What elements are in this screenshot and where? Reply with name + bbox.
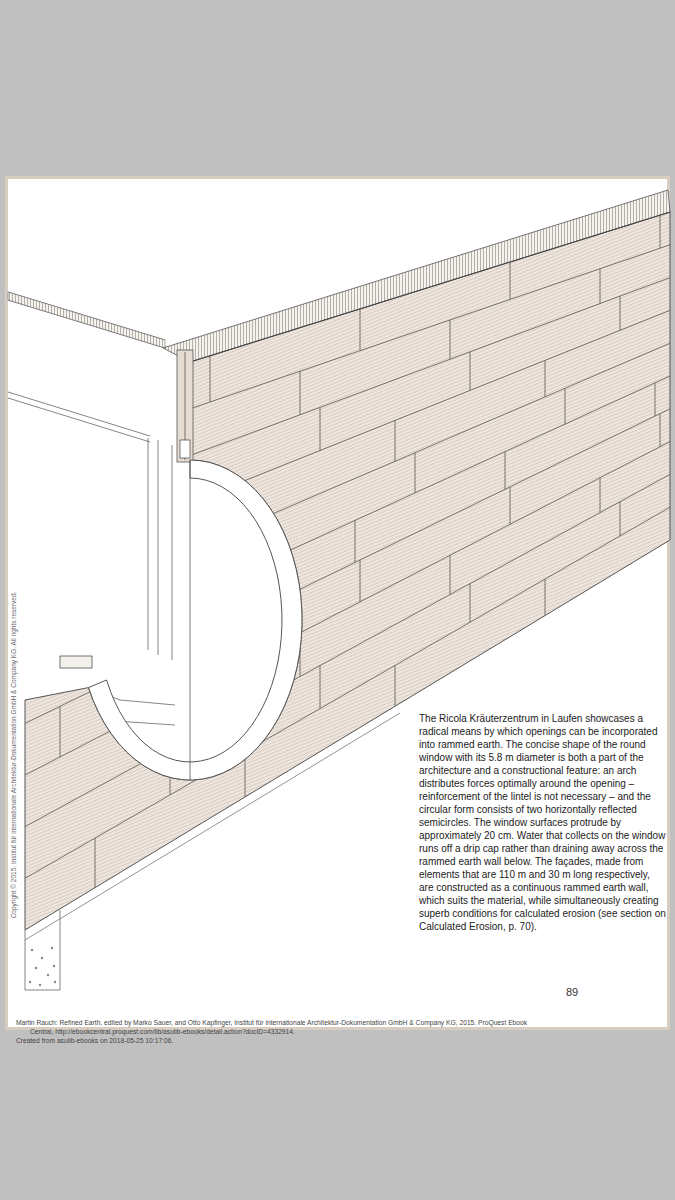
course-line (20, 375, 672, 674)
round-window-frame (89, 460, 303, 780)
course-seam (95, 838, 96, 888)
citation-footer: Martin Rauch: Refined Earth, edited by M… (16, 1019, 545, 1036)
course-seam (600, 478, 601, 513)
course-seam (115, 581, 116, 630)
course-seam (415, 453, 416, 493)
interior-lines (8, 292, 175, 725)
course-seam (395, 665, 396, 706)
course-seam (320, 407, 321, 450)
ground-line (25, 713, 400, 940)
course-seam (170, 463, 171, 510)
citation-footer: Created from asulib-ebooks on 2018-05-25… (16, 1037, 173, 1046)
course-seam (450, 320, 451, 359)
course-seam (510, 487, 511, 524)
wall-coping (163, 190, 670, 362)
course-seam (300, 371, 301, 415)
page-number: 89 (566, 986, 578, 998)
course-line (20, 244, 672, 467)
course-seam (60, 403, 61, 454)
course-seam (470, 352, 471, 391)
course-seam (505, 452, 506, 490)
wall-coping-edge (190, 212, 670, 362)
window-sill-cap (60, 656, 92, 668)
course-seam (205, 589, 206, 635)
course-seam (565, 388, 566, 424)
foundation-gravel (29, 947, 56, 986)
wall-section (177, 350, 193, 462)
course-seam (60, 706, 61, 757)
course-seam (360, 560, 361, 602)
course-seam (450, 555, 451, 594)
course-seam (545, 360, 546, 396)
course-seam (655, 383, 656, 416)
course-seam (510, 262, 511, 299)
window-divider (190, 460, 191, 780)
course-line (20, 310, 672, 571)
course-seam (660, 215, 661, 248)
caption-paragraph: The Ricola Kräuterzentrum in Laufen show… (419, 712, 667, 933)
course-seam (620, 502, 621, 536)
course-seam (620, 296, 621, 330)
course-seam (600, 269, 601, 304)
course-line (20, 408, 672, 726)
course-seam (210, 356, 211, 402)
copyright-watermark: Copyright © 2015. Institut für internati… (10, 592, 18, 919)
course-seam (660, 414, 661, 447)
course-seam (95, 540, 96, 590)
course-line (20, 473, 672, 829)
course-line (20, 342, 672, 622)
course-seam (360, 309, 361, 351)
course-seam (355, 520, 356, 562)
course-seam (150, 422, 151, 470)
course-seam (545, 579, 546, 615)
roof-hatch (8, 292, 165, 348)
course-seam (395, 420, 396, 461)
course-seam (210, 633, 211, 679)
ground-line (25, 910, 60, 990)
course-seam (470, 584, 471, 623)
course-seam (320, 666, 321, 709)
